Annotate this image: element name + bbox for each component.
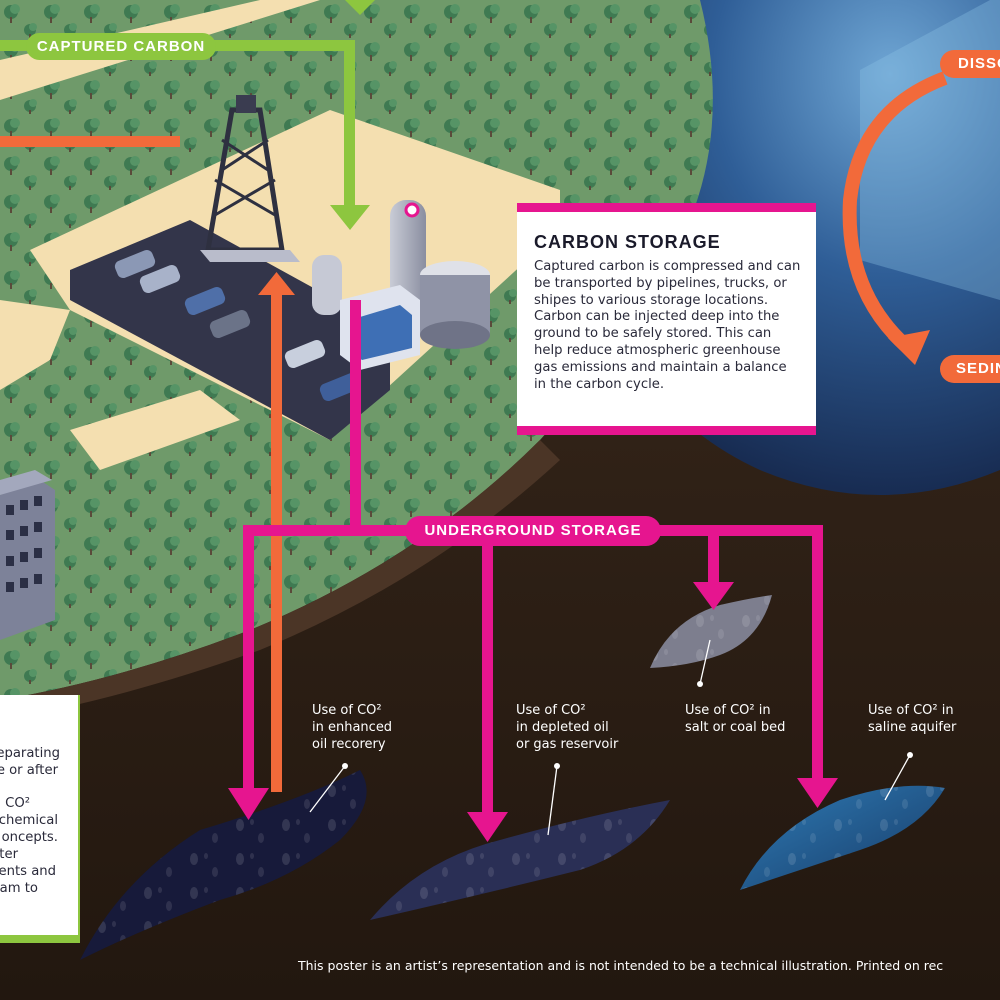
- captured-carbon-arrows: [0, 0, 375, 230]
- caption-saline-aquifer: Use of CO² in saline aquifer: [868, 703, 957, 735]
- underground-storage-label: UNDERGROUND STORAGE: [405, 516, 661, 546]
- left-card-line: eparating: [0, 746, 60, 761]
- caption-dots: [342, 681, 913, 769]
- left-card-line: e or after: [0, 763, 58, 778]
- office-building: [0, 470, 55, 640]
- disclaimer-text: This poster is an artist’s representatio…: [298, 958, 944, 973]
- sand-lot: [30, 110, 560, 440]
- deposits: [80, 595, 945, 960]
- caption-depleted-reservoir: Use of CO² in depleted oil or gas reserv…: [516, 703, 619, 752]
- carbon-storage-body: Captured carbon is compressed and can be…: [534, 259, 801, 392]
- dissolved-label-fragment: DISSO: [940, 50, 1000, 78]
- sediment-label-fragment: SEDIN: [940, 355, 1000, 383]
- left-info-card: eparating e or after CO² chemical oncept…: [0, 695, 80, 943]
- left-card-line: chemical: [0, 813, 58, 828]
- left-card-line: CO²: [5, 796, 30, 811]
- caption-salt-coal-bed: Use of CO² in salt or coal bed: [685, 703, 786, 735]
- carbon-storage-card: CARBON STORAGE Captured carbon is compre…: [517, 203, 816, 435]
- drilling-tower: [200, 95, 300, 262]
- left-card-line: ents and: [0, 864, 56, 879]
- sand-path-left: [0, 300, 70, 390]
- caption-pointers: [309, 639, 911, 836]
- land-edge: [0, 440, 560, 720]
- orange-arrows: [0, 71, 948, 792]
- caption-enhanced-oil-recovery: Use of CO² in enhanced oil recorery: [312, 703, 393, 752]
- carbon-storage-title: CARBON STORAGE: [534, 232, 721, 252]
- left-card-line: oncepts.: [1, 830, 58, 845]
- left-card-line: ter: [0, 847, 18, 862]
- sand-path-bottom: [70, 390, 240, 470]
- left-card-line: am to: [0, 881, 38, 896]
- captured-carbon-label: CAPTURED CARBON: [26, 33, 216, 60]
